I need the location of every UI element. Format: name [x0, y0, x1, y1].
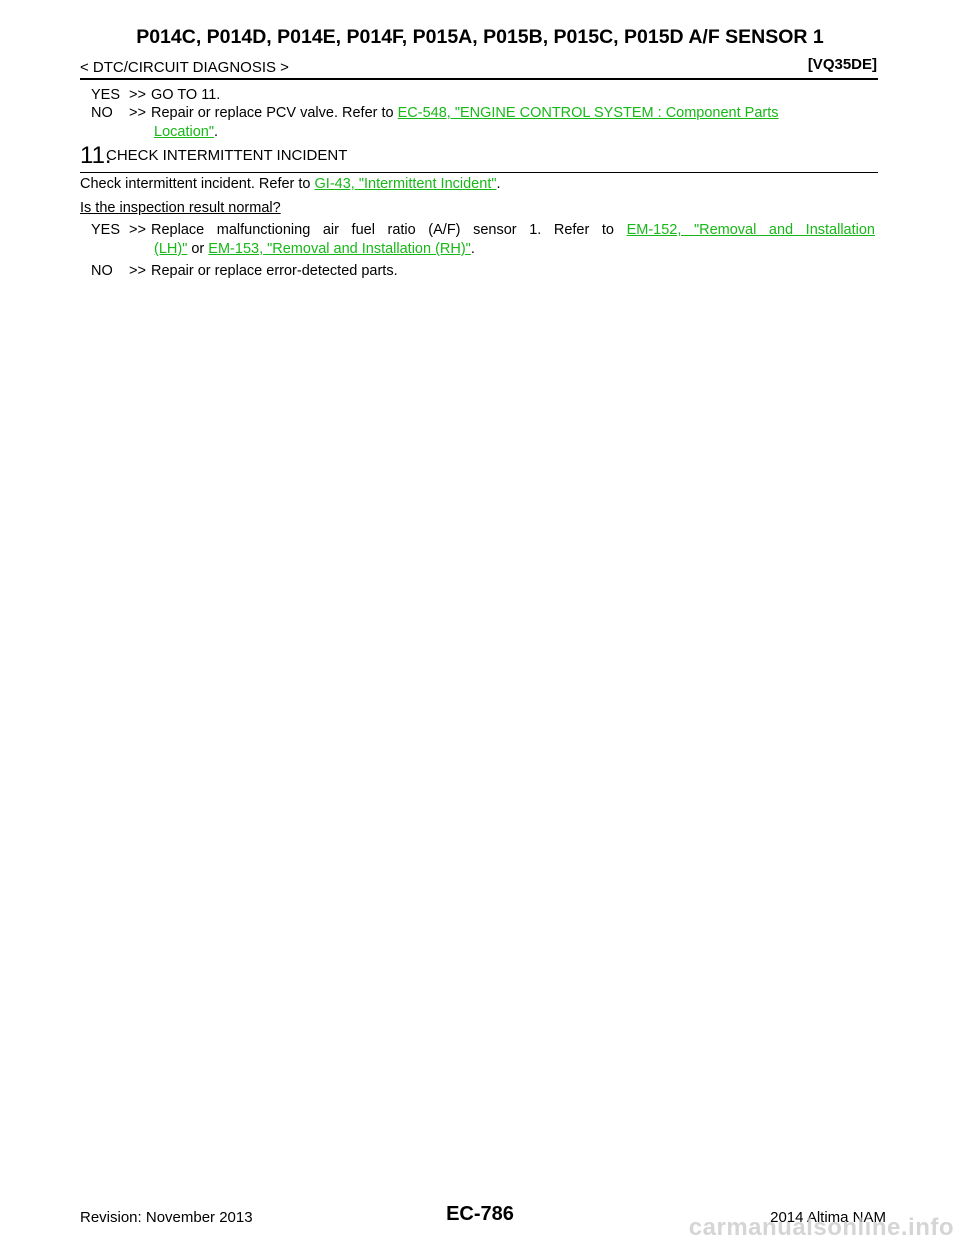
- step-yes-result: YES >> Replace malfunctioning air fuel rat…: [91, 221, 875, 240]
- period: .: [470, 241, 475, 257]
- inspection-question: Is the inspection result normal?: [80, 200, 281, 216]
- no-action: Repair or replace error-detected parts.: [151, 263, 398, 279]
- revision-date: Revision: November 2013: [80, 1209, 253, 1226]
- page-title: P014C, P014D, P014E, P014F, P015A, P015B…: [136, 26, 824, 48]
- ec-548-link-continued[interactable]: Location": [154, 124, 214, 140]
- yes-key: YES: [91, 87, 121, 103]
- vehicle-model: 2014 Altima NAM: [770, 1209, 886, 1226]
- no-key: NO: [91, 263, 113, 279]
- gi-43-link[interactable]: GI-43, "Intermittent Incident": [314, 176, 497, 192]
- arrow: >>: [129, 105, 146, 121]
- yes-action: GO TO 11.: [151, 87, 221, 103]
- step-yes-continuation: (LH)" or EM-153, "Removal and Installati…: [154, 240, 475, 259]
- step-divider: [80, 172, 878, 173]
- ec-548-link[interactable]: EC-548, "ENGINE CONTROL SYSTEM : Compone…: [397, 105, 779, 121]
- arrow: >>: [129, 263, 146, 279]
- em-152-link[interactable]: EM-152, "Removal and Installation: [626, 222, 875, 238]
- step-number: 11.: [80, 142, 112, 169]
- previous-yes-result: YES >> GO TO 11.: [91, 86, 220, 105]
- arrow: >>: [129, 87, 146, 103]
- yes-key: YES: [91, 222, 121, 238]
- period: .: [213, 124, 218, 140]
- yes-action-line: Replace malfunctioning air fuel ratio (A…: [151, 221, 875, 240]
- step-title: CHECK INTERMITTENT INCIDENT: [106, 147, 348, 164]
- step-instruction: Check intermittent incident. Refer to GI…: [80, 176, 501, 192]
- page-number: EC-786: [446, 1203, 514, 1225]
- no-action: Repair or replace PCV valve. Refer to: [151, 105, 398, 121]
- instruction-text: Check intermittent incident. Refer to: [80, 176, 315, 192]
- em-152-link-continued[interactable]: (LH)": [154, 241, 188, 257]
- watermark: carmanualsonline.info: [688, 1214, 954, 1241]
- step-no-result: NO >> Repair or replace error-detected par…: [91, 262, 398, 281]
- period: .: [496, 176, 501, 192]
- previous-no-continuation: Location".: [154, 123, 218, 142]
- section-label: < DTC/CIRCUIT DIAGNOSIS >: [80, 59, 289, 76]
- em-153-link[interactable]: EM-153, "Removal and Installation (RH)": [208, 241, 471, 257]
- no-key: NO: [91, 105, 113, 121]
- engine-model-tag: [VQ35DE]: [807, 56, 877, 73]
- arrow: >>: [129, 222, 146, 238]
- header-divider: [80, 78, 878, 80]
- previous-no-result: NO >> Repair or replace PCV valve. Refer t…: [91, 104, 779, 123]
- or-text: or: [187, 241, 209, 257]
- yes-action: Replace malfunctioning air fuel ratio (A…: [151, 222, 627, 238]
